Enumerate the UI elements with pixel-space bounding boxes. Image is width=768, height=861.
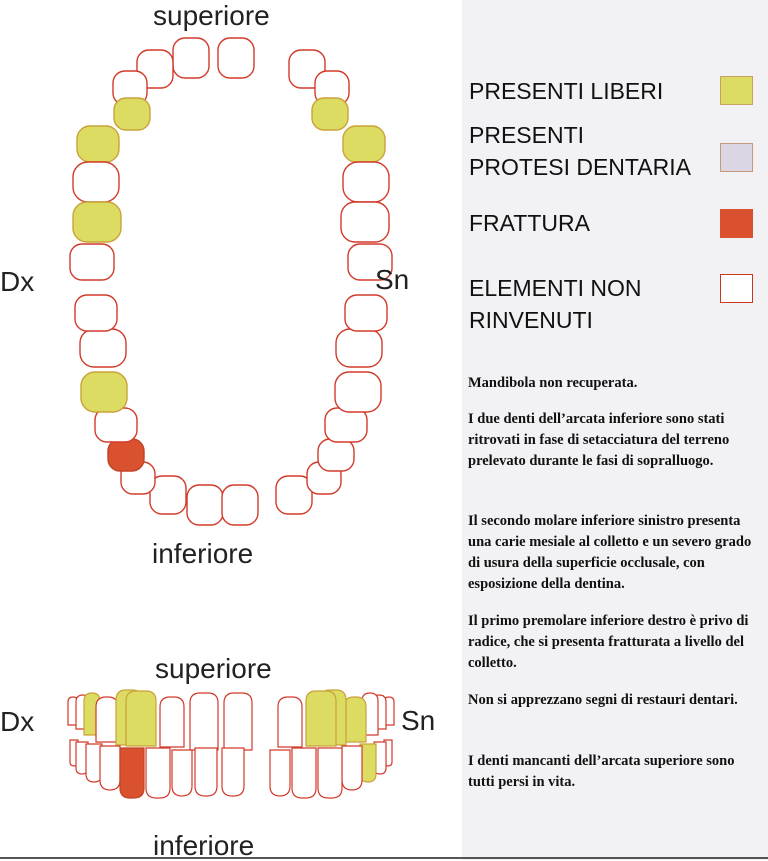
dental-chart — [67, 37, 395, 799]
note-paragraph: Il primo premolare inferiore destro è pr… — [468, 613, 749, 671]
frontal-view — [67, 689, 395, 799]
lower-right-tooth-7 — [79, 328, 127, 368]
frontal-upper-left-tooth-1 — [223, 692, 253, 751]
legend-label-free: PRESENTI LIBERI — [469, 78, 664, 104]
legend-label-missing: ELEMENTI NON RINVENUTI — [469, 275, 642, 333]
frontal-upper-right-tooth-2 — [159, 696, 185, 748]
upper-right-tooth-5 — [76, 125, 120, 163]
lower-right-tooth-1 — [186, 484, 224, 526]
lower-left-tooth-8 — [344, 294, 388, 332]
lower-right-tooth-6 — [80, 371, 128, 413]
frontal-lower-left-tooth-1 — [221, 747, 245, 797]
upper-right-tooth-6 — [72, 161, 120, 203]
label-superior-bottom: superiore — [155, 653, 272, 684]
legend-panel — [462, 0, 768, 860]
legend-swatch-missing — [720, 274, 753, 303]
bottom-divider — [0, 857, 768, 859]
frontal-upper-right-tooth-5 — [95, 696, 119, 743]
frontal-lower-right-tooth-4 — [119, 747, 145, 799]
lower-left-tooth-2 — [275, 475, 313, 515]
frontal-lower-right-tooth-2 — [171, 749, 193, 797]
legend-label-prosthesis: PRESENTI PROTESI DENTARIA — [469, 122, 691, 180]
lower-left-tooth-5 — [324, 407, 368, 443]
upper-right-tooth-4 — [113, 97, 151, 131]
label-superior-top: superiore — [153, 0, 270, 31]
note-paragraph: Mandibola non recuperata. — [468, 375, 638, 391]
label-right-bottom: Dx — [0, 706, 35, 737]
frontal-lower-right-tooth-1 — [194, 747, 218, 797]
frontal-upper-left-tooth-3 — [305, 690, 337, 747]
frontal-upper-left-tooth-2 — [277, 696, 303, 748]
upper-left-tooth-7 — [340, 201, 390, 243]
occlusal-arch — [69, 37, 393, 526]
note-paragraph: I denti mancanti dell’arcata superiore s… — [468, 753, 735, 790]
lower-right-tooth-2 — [149, 475, 187, 515]
lower-right-tooth-8 — [74, 294, 118, 332]
label-right-top: Dx — [0, 266, 35, 297]
note-paragraph: I due denti dell’arcata inferiore sono s… — [468, 411, 730, 469]
upper-left-tooth-6 — [342, 161, 390, 203]
upper-left-tooth-1 — [217, 37, 255, 79]
upper-left-tooth-5 — [342, 125, 386, 163]
upper-right-tooth-8 — [69, 243, 115, 281]
note-paragraph: Non si apprezzano segni di restauri dent… — [468, 692, 738, 708]
frontal-lower-left-tooth-3 — [291, 747, 317, 799]
lower-left-tooth-6 — [334, 371, 382, 413]
legend-swatch-fracture — [720, 209, 753, 238]
frontal-lower-right-tooth-3 — [145, 747, 171, 799]
upper-left-tooth-4 — [311, 97, 349, 131]
frontal-lower-right-tooth-5 — [99, 745, 121, 791]
legend-swatch-prosthesis — [720, 143, 753, 172]
frontal-lower-left-tooth-4 — [317, 747, 343, 799]
upper-left-tooth-8 — [347, 243, 393, 281]
upper-right-tooth-7 — [72, 201, 122, 243]
lower-right-tooth-5 — [94, 407, 138, 443]
label-left-bottom: Sn — [401, 705, 436, 736]
lower-left-tooth-1 — [221, 484, 259, 526]
frontal-lower-left-tooth-2 — [269, 749, 291, 797]
label-left-top: Sn — [375, 264, 410, 295]
frontal-upper-right-tooth-3 — [125, 690, 157, 747]
frontal-lower-left-tooth-5 — [341, 745, 363, 791]
label-inferior-bottom: inferiore — [153, 830, 255, 861]
lower-left-tooth-7 — [335, 328, 383, 368]
label-inferior-top: inferiore — [152, 538, 254, 569]
frontal-upper-right-tooth-1 — [189, 692, 219, 751]
legend-label-fracture: FRATTURA — [469, 210, 590, 236]
lower-right-tooth-4 — [107, 438, 145, 472]
upper-right-tooth-1 — [172, 37, 210, 79]
note-paragraph: Il secondo molare inferiore sinistro pre… — [468, 513, 752, 592]
legend-swatch-free — [720, 76, 753, 105]
lower-left-tooth-4 — [317, 438, 355, 472]
frontal-upper-left-tooth-5 — [343, 696, 367, 743]
